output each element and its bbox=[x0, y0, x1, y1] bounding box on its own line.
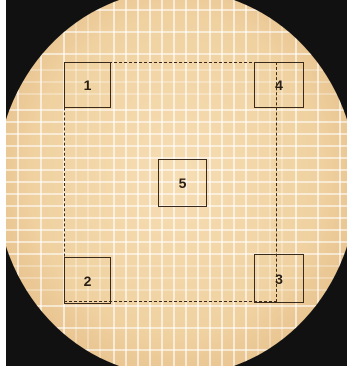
counting-square-4: 4 bbox=[254, 62, 304, 108]
counting-square-1: 1 bbox=[64, 62, 111, 108]
counting-square-2: 2 bbox=[64, 257, 111, 304]
counting-square-3: 3 bbox=[254, 254, 304, 303]
square-label: 1 bbox=[65, 77, 110, 93]
counting-square-5: 5 bbox=[158, 159, 207, 207]
square-label: 4 bbox=[255, 77, 303, 93]
square-label: 2 bbox=[65, 273, 110, 289]
square-label: 3 bbox=[255, 271, 303, 287]
square-label: 5 bbox=[159, 175, 206, 191]
